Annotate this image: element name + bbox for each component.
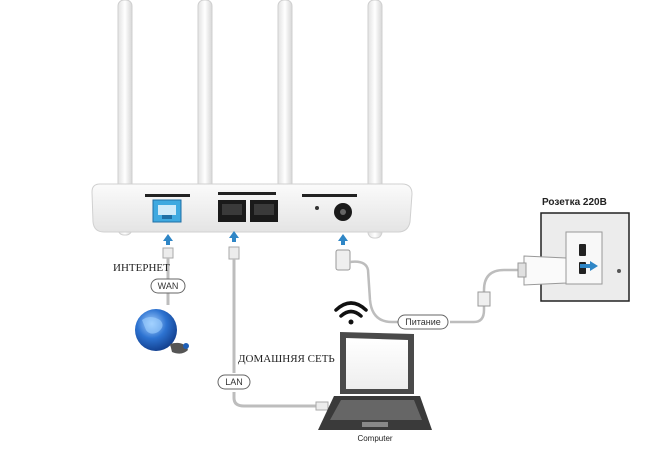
- home-network-label: ДОМАШНЯЯ СЕТЬ: [238, 353, 335, 365]
- router: [91, 183, 413, 233]
- lan-label: LAN: [225, 377, 243, 387]
- internet-label: ИНТЕРНЕТ: [113, 262, 170, 274]
- power-cable: [335, 249, 528, 324]
- power-pill: Питание: [397, 314, 449, 330]
- ethernet-port-icon: [218, 200, 278, 222]
- power-plug-icon: [517, 255, 598, 286]
- ethernet-port-icon: [152, 199, 182, 223]
- wall-outlet-icon: [540, 212, 630, 302]
- wan-label: WAN: [158, 281, 179, 291]
- wifi-icon: [334, 301, 368, 325]
- globe-icon: [135, 309, 189, 354]
- lan-pill: LAN: [217, 374, 251, 390]
- laptop-icon: [318, 332, 432, 430]
- wan-pill: WAN: [150, 278, 186, 294]
- lan-cable: [228, 246, 329, 411]
- power-label: Питание: [405, 317, 441, 327]
- arrow-up-icon: [163, 231, 348, 245]
- outlet-label: Розетка 220В: [542, 197, 607, 208]
- computer-label: Computer: [357, 434, 392, 443]
